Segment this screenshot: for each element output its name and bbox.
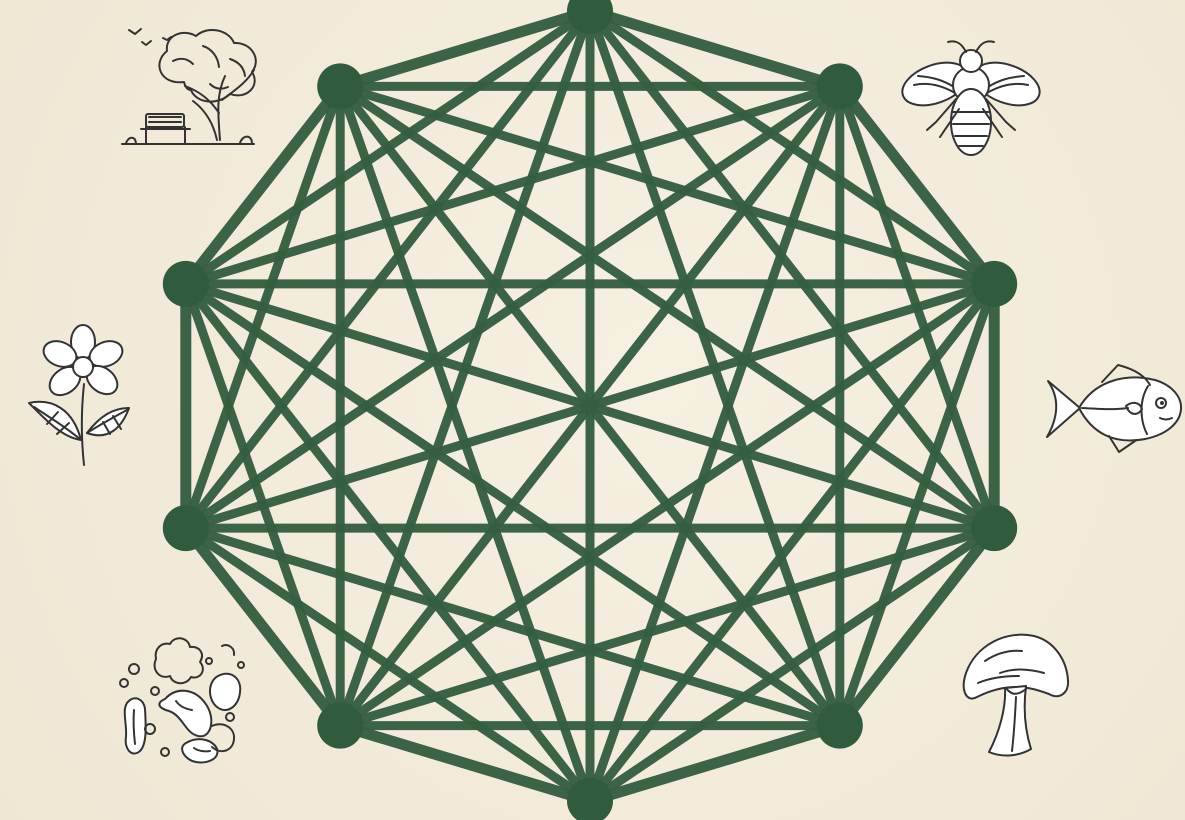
- network-node: [971, 505, 1017, 551]
- network-edge: [340, 726, 590, 801]
- network-node: [163, 261, 209, 307]
- network-node: [317, 63, 363, 109]
- network-edges: [186, 11, 994, 801]
- flower-icon: [26, 321, 132, 469]
- microbes-icon: [116, 631, 254, 769]
- network-node: [163, 505, 209, 551]
- park-tree-bench-icon: [118, 28, 260, 158]
- fish-icon: [1044, 363, 1184, 455]
- network-node: [817, 703, 863, 749]
- network-node: [971, 261, 1017, 307]
- network-node: [817, 63, 863, 109]
- network-node: [317, 703, 363, 749]
- mushroom-icon: [958, 626, 1070, 760]
- network-edge: [340, 11, 590, 86]
- network-edge: [590, 726, 840, 801]
- network-edge: [590, 11, 840, 86]
- bee-icon: [900, 42, 1042, 160]
